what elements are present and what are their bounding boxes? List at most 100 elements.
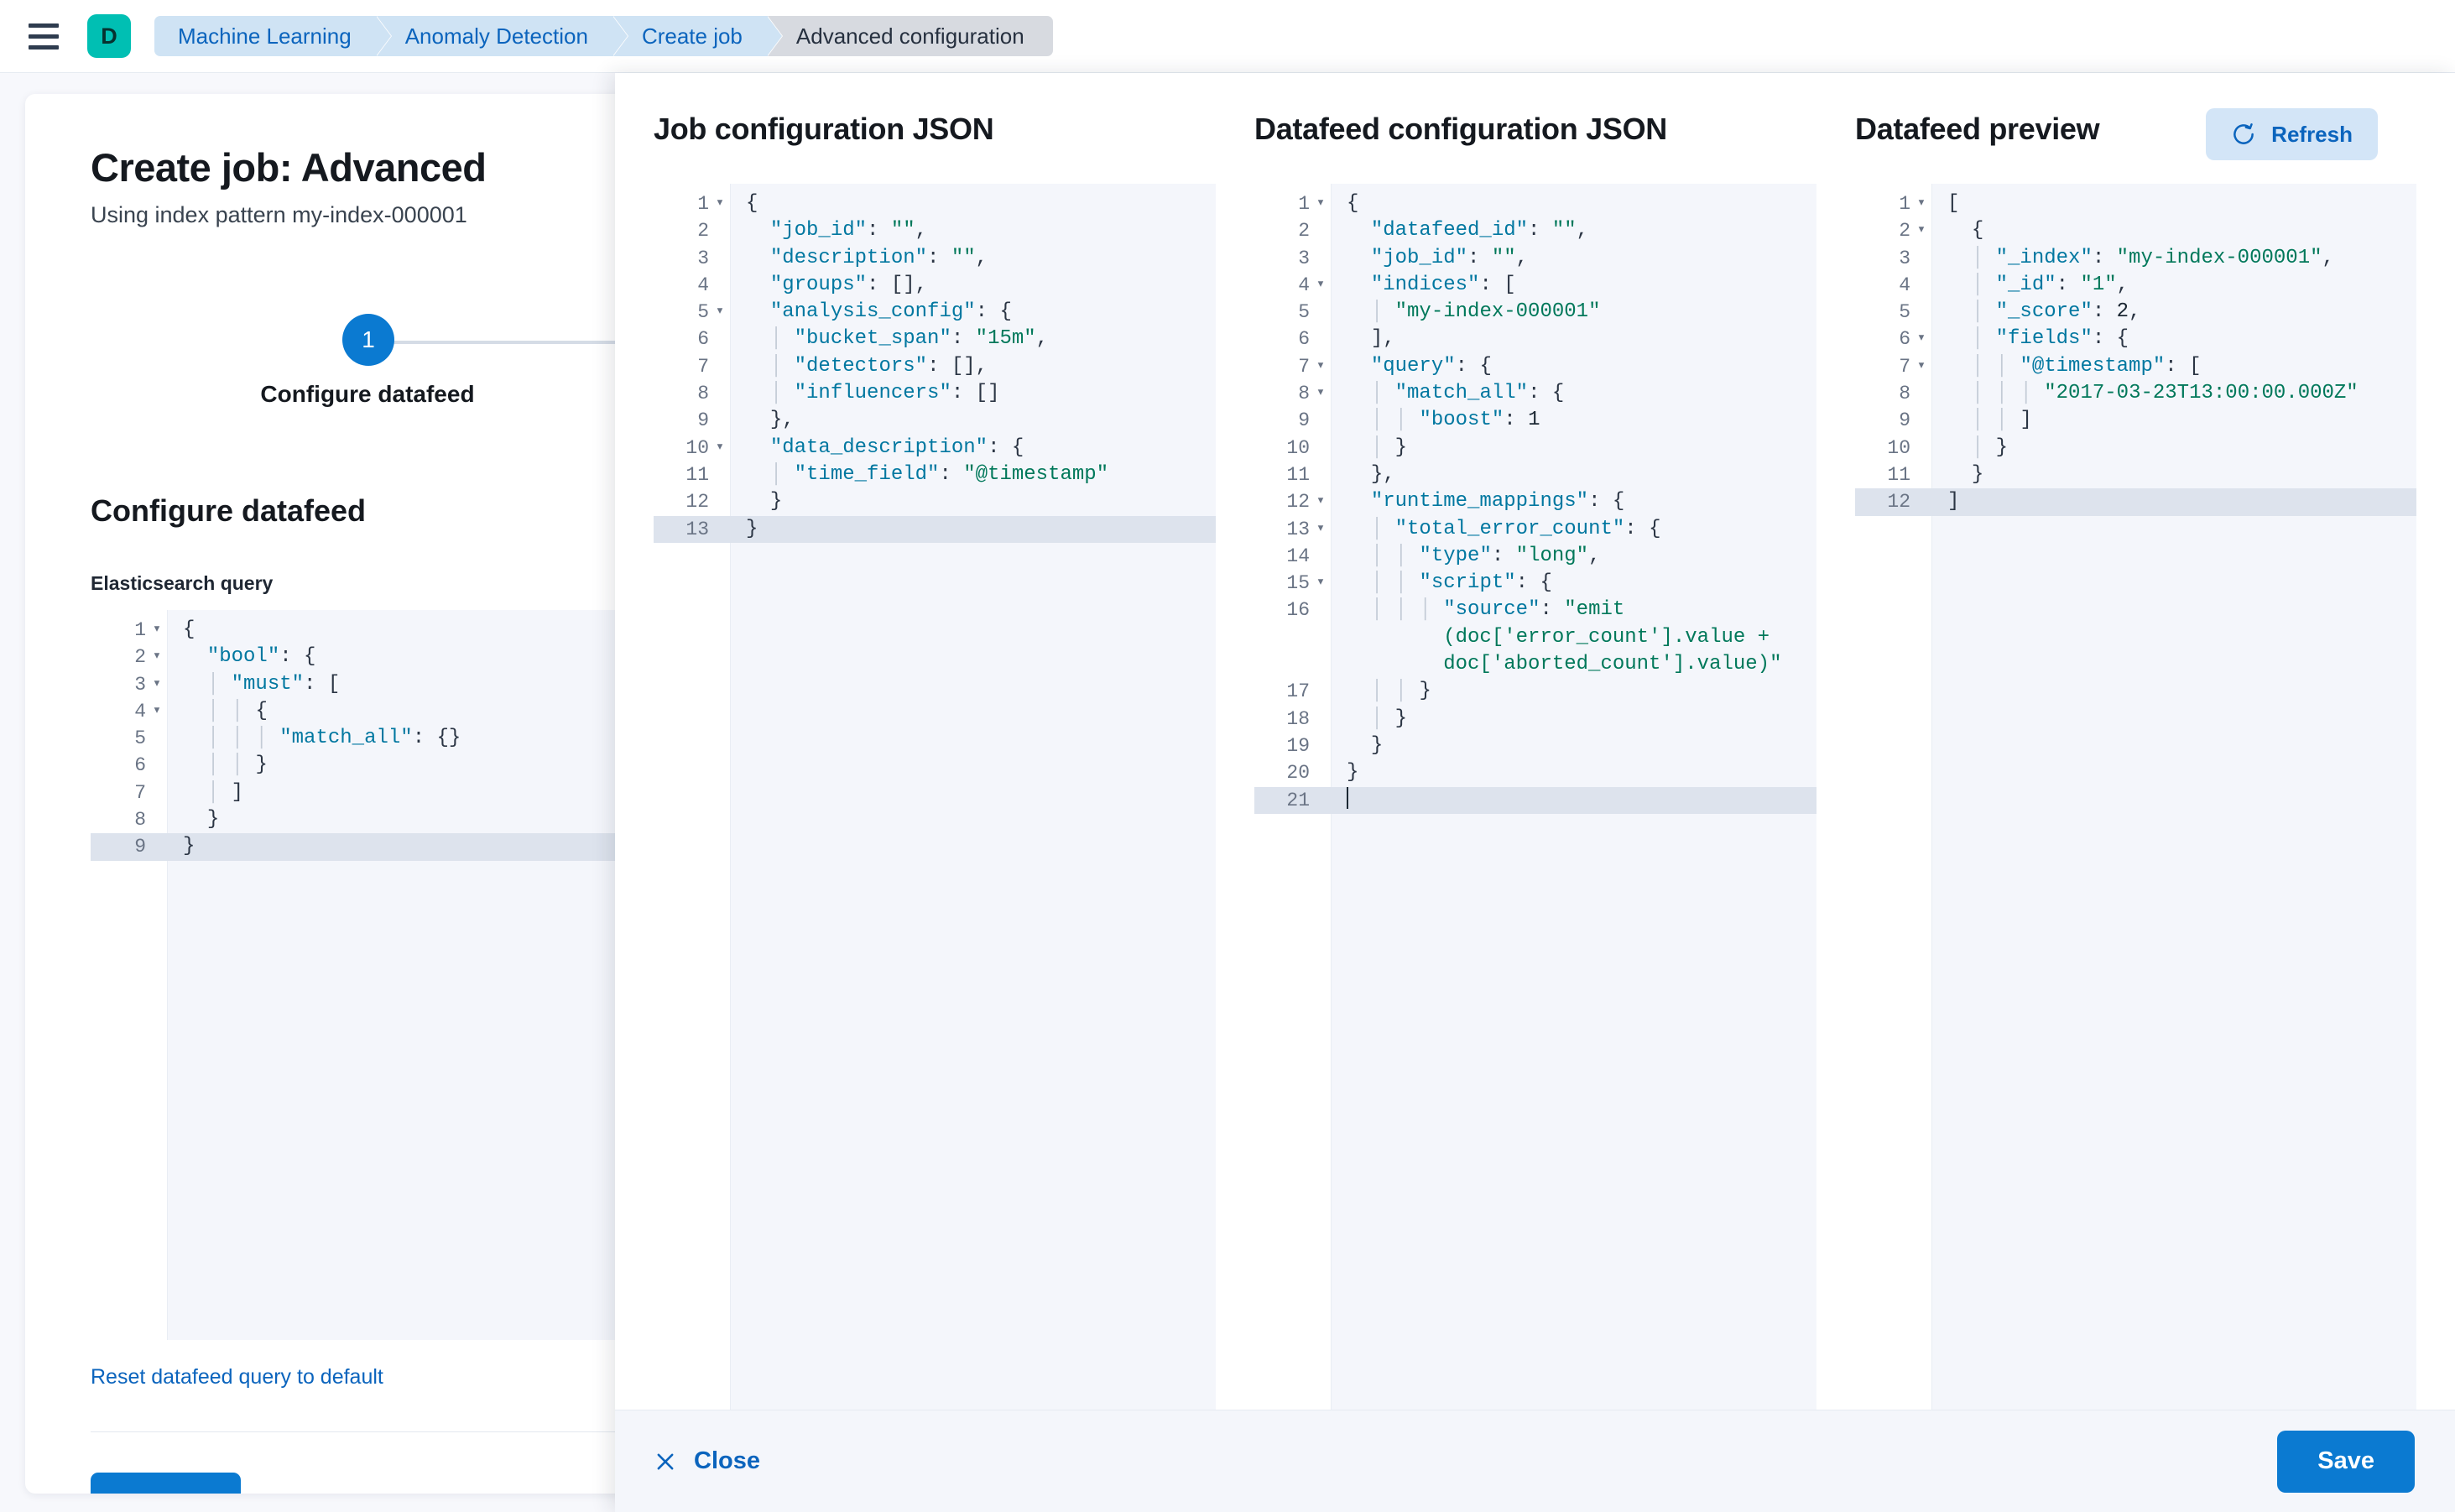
fold-toggle-icon[interactable]: ▾	[1316, 196, 1326, 211]
space-avatar[interactable]: D	[87, 14, 131, 58]
code-line: 7 ▾ │ │ "@timestamp": [	[1855, 353, 2416, 380]
fold-toggle-icon[interactable]: ▾	[1316, 575, 1326, 592]
code-line: 4 │ "_id": "1",	[1855, 272, 2416, 299]
editor-code-area[interactable]: 1▾[2▾ {3 │ "_index": "my-index-000001",4…	[1855, 184, 2416, 1410]
line-number: 4	[1298, 274, 1310, 296]
code-line: 8▾ │ "match_all": {	[1254, 380, 1816, 407]
code-line: 5 │ "my-index-000001"	[1254, 299, 1816, 326]
hamburger-bar	[29, 23, 59, 28]
wizard-button-row: Next Edit JSON	[91, 1473, 873, 1494]
fold-toggle-icon[interactable]: ▾	[1316, 385, 1326, 402]
datafeed-preview-editor[interactable]: 1▾[2▾ {3 │ "_index": "my-index-000001",4…	[1855, 184, 2416, 1410]
code-text: ]	[1947, 490, 1960, 514]
code-text	[1347, 786, 1348, 814]
editor-code-area[interactable]: 1▾{2 "job_id": "",3 "description": "",4 …	[654, 184, 1216, 1410]
code-text: "job_id": "",	[1370, 246, 1529, 269]
code-text: │ "total_error_count": {	[1370, 517, 1661, 540]
code-text: "runtime_mappings": {	[1370, 490, 1625, 514]
line-number: 7	[697, 355, 709, 378]
hamburger-menu-icon[interactable]	[29, 22, 65, 50]
code-text: │ "time_field": "@timestamp"	[769, 462, 1109, 486]
fold-toggle-icon[interactable]: ▾	[715, 304, 725, 321]
code-text: │ │ "@timestamp": [	[1971, 354, 2202, 378]
line-number: 12	[685, 491, 709, 514]
next-button[interactable]: Next	[91, 1473, 241, 1494]
divider	[91, 1431, 805, 1432]
code-line: 11 }	[1855, 461, 2416, 488]
line-number: 16	[1286, 599, 1310, 622]
breadcrumb-item-machine-learning[interactable]: Machine Learning	[154, 16, 391, 56]
flyout-footer: Close Save	[615, 1410, 2455, 1512]
code-text: "description": "",	[769, 246, 988, 269]
line-number: 3	[697, 247, 709, 269]
fold-toggle-icon[interactable]: ▾	[1316, 520, 1326, 537]
line-number: 6	[697, 328, 709, 351]
code-line: 1▾[	[1855, 190, 2416, 217]
breadcrumb-item-create-job[interactable]: Create job	[612, 16, 782, 56]
code-line: 14 │ │ "type": "long",	[1254, 543, 1816, 570]
refresh-button[interactable]: Refresh	[2206, 108, 2378, 160]
line-number: 7	[134, 781, 146, 804]
fold-toggle-icon[interactable]: ▾	[1316, 276, 1326, 293]
line-number: 13	[685, 518, 709, 540]
fold-toggle-icon[interactable]: ▾	[1316, 357, 1326, 374]
editor-gutter	[1855, 184, 1932, 1410]
code-line: 2▾ {	[1855, 217, 2416, 244]
elasticsearch-query-label: Elasticsearch query	[91, 572, 274, 594]
reset-datafeed-query-link[interactable]: Reset datafeed query to default	[91, 1365, 383, 1389]
code-line: 7 │ ]	[91, 779, 678, 806]
line-number: 5	[697, 301, 709, 324]
elasticsearch-query-editor[interactable]: 1▾{2▾ "bool": {3▾ │ "must": [4▾ │ │ {5 │…	[91, 610, 678, 1340]
edit-json-button[interactable]: Edit JSON	[278, 1490, 388, 1494]
datafeed-configuration-editor[interactable]: 1▾{2 "datafeed_id": "",3 "job_id": "",4▾…	[1254, 184, 1816, 1410]
fold-toggle-icon[interactable]: ▾	[1916, 357, 1926, 374]
fold-toggle-icon[interactable]: ▾	[1316, 493, 1326, 510]
fold-toggle-icon[interactable]: ▾	[715, 196, 725, 211]
line-number: 3	[1298, 247, 1310, 269]
fold-toggle-icon[interactable]: ▾	[1916, 222, 1926, 239]
code-text: │ │ }	[1370, 680, 1431, 703]
datafeed-configuration-header: Datafeed configuration JSON	[1254, 112, 1816, 177]
line-number: 9	[697, 409, 709, 432]
line-number: 11	[1286, 463, 1310, 486]
line-number: 11	[685, 463, 709, 486]
fold-toggle-icon[interactable]: ▾	[1916, 331, 1926, 347]
line-number: 7	[1899, 355, 1910, 378]
code-text: │ "bucket_span": "15m",	[769, 327, 1049, 351]
code-line: 4▾ "indices": [	[1254, 272, 1816, 299]
fold-toggle-icon[interactable]: ▾	[152, 649, 162, 665]
code-text: },	[769, 409, 795, 432]
code-line: 3▾ │ "must": [	[91, 671, 678, 698]
datafeed-preview-header: Datafeed preview Refresh	[1855, 108, 2416, 177]
stepper-step-1-circle[interactable]: 1	[342, 314, 394, 366]
fold-toggle-icon[interactable]: ▾	[152, 675, 162, 692]
code-line: 11 │ "time_field": "@timestamp"	[654, 461, 1216, 488]
code-line: 10▾ "data_description": {	[654, 435, 1216, 461]
job-configuration-column: Job configuration JSON 1▾{2 "job_id": ""…	[615, 112, 1216, 1410]
job-configuration-editor[interactable]: 1▾{2 "job_id": "",3 "description": "",4 …	[654, 184, 1216, 1410]
breadcrumb-item-advanced-configuration[interactable]: Advanced configuration	[767, 16, 1053, 56]
editor-code-area[interactable]: 1▾{2▾ "bool": {3▾ │ "must": [4▾ │ │ {5 │…	[91, 610, 678, 1340]
fold-toggle-icon[interactable]: ▾	[152, 622, 162, 638]
datafeed-configuration-title: Datafeed configuration JSON	[1254, 112, 1667, 146]
editor-code-area[interactable]: 1▾{2 "datafeed_id": "",3 "job_id": "",4▾…	[1254, 184, 1816, 1410]
code-text: │ }	[1370, 435, 1408, 459]
code-line: 11 },	[1254, 461, 1816, 488]
code-line: 3 "description": "",	[654, 245, 1216, 272]
fold-toggle-icon[interactable]: ▾	[1916, 196, 1926, 211]
breadcrumb-item-anomaly-detection[interactable]: Anomaly Detection	[376, 16, 628, 56]
close-button[interactable]: Close	[654, 1447, 760, 1475]
stepper-step-1-label: Configure datafeed	[260, 381, 475, 407]
code-line: 19 }	[1254, 733, 1816, 759]
code-line: 3 │ "_index": "my-index-000001",	[1855, 245, 2416, 272]
breadcrumb: Machine Learning Anomaly Detection Creat…	[154, 16, 1053, 56]
line-number: 2	[697, 220, 709, 242]
line-number: 6	[134, 754, 146, 777]
line-number: 2	[1298, 220, 1310, 242]
fold-toggle-icon[interactable]: ▾	[152, 702, 162, 719]
save-button[interactable]: Save	[2277, 1430, 2415, 1493]
code-text: {	[1971, 219, 1984, 242]
code-line: 1▾{	[1254, 190, 1816, 217]
line-number: 15	[1286, 572, 1310, 595]
fold-toggle-icon[interactable]: ▾	[715, 439, 725, 456]
